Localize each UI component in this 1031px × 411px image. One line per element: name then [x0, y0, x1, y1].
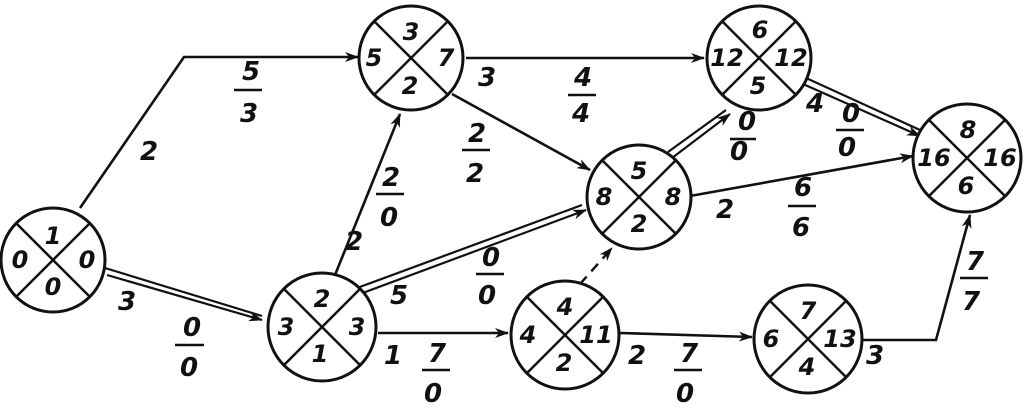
edge-2-4-fraction: 7 0 — [422, 339, 450, 409]
edge-1-2-fraction: 0 0 — [175, 313, 204, 383]
edge-4-5 — [579, 247, 613, 285]
svg-text:0: 0 — [676, 379, 694, 409]
edge-2-3-fraction: 2 0 — [376, 163, 404, 233]
svg-text:3: 3 — [240, 99, 258, 129]
svg-text:6: 6 — [792, 213, 810, 243]
edge-2-5-duration: 5 — [390, 281, 408, 311]
edge-7-8-duration: 3 — [866, 341, 884, 371]
svg-text:2: 2 — [468, 119, 486, 149]
node-6-right: 12 — [774, 44, 807, 72]
edge-2-3-duration: 2 — [345, 227, 363, 257]
node-4-right: 11 — [579, 321, 612, 349]
node-1-left: 0 — [12, 246, 29, 274]
svg-text:4: 4 — [573, 63, 592, 93]
edge-4-7-fraction: 7 0 — [674, 339, 702, 409]
edge-3-6-fraction: 4 4 — [568, 63, 596, 129]
node-1-bottom: 0 — [45, 273, 62, 301]
svg-text:5: 5 — [242, 57, 260, 87]
edge-5-8 — [689, 153, 914, 198]
svg-text:2: 2 — [382, 163, 400, 193]
edge-6-8 — [802, 76, 921, 138]
node-6-top: 6 — [752, 16, 769, 44]
edge-5-8-duration: 2 — [716, 195, 734, 225]
node-5-top: 5 — [631, 157, 648, 185]
node-2-right: 3 — [349, 313, 366, 341]
node-1-top: 1 — [45, 222, 62, 250]
node-2-left: 3 — [278, 313, 295, 341]
edge-4-7 — [619, 331, 753, 342]
node-3-bottom: 2 — [402, 72, 419, 100]
node-5: 5 8 8 2 — [585, 143, 693, 251]
edge-3-5 — [451, 92, 591, 172]
node-2-top: 2 — [314, 285, 331, 313]
edge-2-5 — [356, 203, 587, 296]
svg-text:7: 7 — [966, 247, 985, 277]
node-8: 8 16 16 6 — [911, 102, 1023, 214]
node-1-right: 0 — [79, 246, 96, 274]
svg-text:0: 0 — [842, 99, 860, 129]
edge-3-6-duration: 3 — [478, 63, 496, 93]
node-7-bottom: 4 — [798, 353, 816, 381]
edge-2-3 — [331, 113, 402, 281]
node-7: 7 6 13 4 — [752, 283, 864, 395]
svg-text:4: 4 — [571, 99, 590, 129]
node-7-left: 6 — [763, 325, 780, 353]
edge-2-5-fraction: 0 0 — [476, 243, 504, 311]
svg-text:0: 0 — [738, 107, 756, 137]
edge-1-3-fraction: 5 3 — [234, 57, 262, 129]
edge-1-3 — [78, 52, 359, 209]
svg-text:0: 0 — [183, 313, 201, 343]
svg-text:2: 2 — [466, 159, 484, 189]
edge-7-8 — [862, 214, 972, 342]
node-1: 1 0 0 0 — [0, 206, 107, 314]
svg-text:0: 0 — [424, 379, 442, 409]
svg-text:0: 0 — [180, 353, 198, 383]
svg-text:6: 6 — [794, 173, 812, 203]
edge-5-6 — [667, 109, 731, 159]
edge-1-2-duration: 3 — [118, 287, 136, 317]
node-5-bottom: 2 — [631, 210, 648, 238]
node-8-right: 16 — [983, 144, 1016, 172]
edge-5-6-fraction: 0 0 — [730, 107, 756, 167]
node-6-bottom: 5 — [750, 72, 767, 100]
svg-text:0: 0 — [838, 133, 856, 163]
edge-1-3-duration: 2 — [140, 137, 158, 167]
node-7-top: 7 — [800, 297, 817, 325]
node-4: 4 4 11 2 — [509, 279, 621, 391]
svg-text:0: 0 — [482, 243, 500, 273]
node-3: 3 5 7 2 — [357, 4, 465, 112]
node-4-left: 4 — [519, 321, 537, 349]
node-5-left: 8 — [596, 183, 613, 211]
node-3-right: 7 — [438, 44, 455, 72]
node-7-right: 13 — [823, 325, 856, 353]
node-5-right: 8 — [665, 183, 682, 211]
node-6: 6 12 12 5 — [705, 4, 813, 112]
edge-5-8-fraction: 6 6 — [788, 173, 816, 243]
edge-6-8-duration: 4 — [805, 89, 824, 119]
edge-7-8-fraction: 7 7 — [960, 247, 988, 317]
node-8-top: 8 — [960, 116, 977, 144]
edge-1-2 — [104, 266, 263, 322]
svg-text:7: 7 — [962, 287, 981, 317]
node-2: 2 3 3 1 — [266, 271, 378, 383]
svg-text:7: 7 — [680, 339, 699, 369]
node-4-bottom: 2 — [556, 349, 573, 377]
svg-text:0: 0 — [730, 137, 748, 167]
node-3-top: 3 — [403, 18, 420, 46]
node-8-bottom: 6 — [958, 172, 975, 200]
node-3-left: 5 — [366, 44, 383, 72]
node-8-left: 16 — [917, 144, 950, 172]
node-2-bottom: 1 — [312, 340, 329, 368]
edge-4-7-duration: 2 — [628, 341, 646, 371]
edge-3-5-fraction: 2 2 — [462, 119, 490, 189]
svg-text:0: 0 — [380, 203, 398, 233]
edge-6-8-fraction: 0 0 — [836, 99, 864, 163]
node-4-top: 4 — [556, 293, 574, 321]
edge-2-4-duration: 1 — [384, 341, 402, 371]
svg-text:0: 0 — [478, 281, 496, 311]
svg-text:7: 7 — [428, 339, 447, 369]
node-6-left: 12 — [710, 44, 743, 72]
